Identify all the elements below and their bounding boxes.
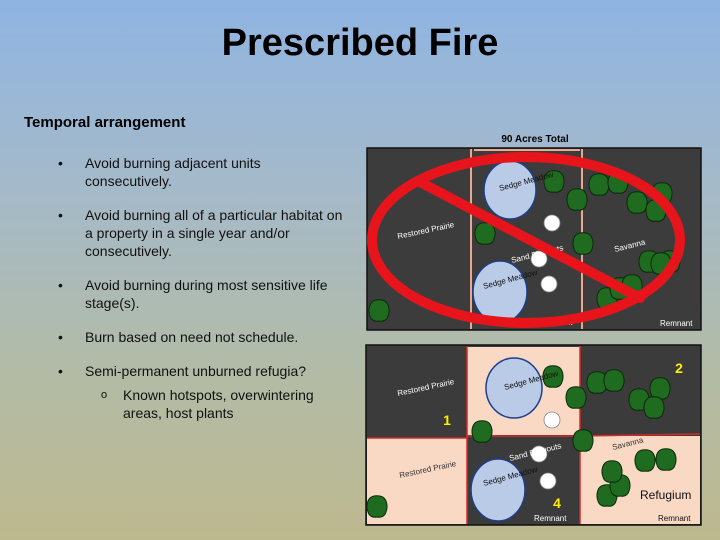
bullet-glyph: • [58,155,63,171]
bullet-item: • Avoid burning during most sensitive lif… [58,276,348,312]
sedge-meadow-shape [485,357,543,419]
unit-number: 4 [553,495,561,511]
sand-blowout-dot [530,445,548,463]
label-remnant: Remnant [658,514,691,523]
unit-number: 2 [675,360,683,376]
unit-number: 1 [443,412,451,428]
bullet-text: Semi-permanent unburned refugia? [85,363,307,379]
bullet-glyph: • [58,207,63,223]
bullet-text: Avoid burning adjacent units consecutive… [85,155,261,189]
sedge-meadow-shape [472,260,528,324]
bullet-glyph: • [58,363,63,379]
map-bottom: Restored Prairie Restored Prairie Sedge … [365,344,702,526]
unit-boundaries [367,346,701,524]
sand-blowout-dot [543,214,561,232]
bullet-list: • Avoid burning adjacent units consecutiv… [58,154,348,422]
sub-bullet-text: Known hotspots, overwintering areas, hos… [123,387,314,421]
bullet-item: • Avoid burning all of a particular habit… [58,206,348,260]
slide-subtitle: Temporal arrangement [24,114,186,131]
bullet-item: • Semi-permanent unburned refugia? o Known… [58,362,348,422]
sand-blowout-dot [543,411,561,429]
map-top: Restored Prairie Sedge Meadow Sedge Mead… [366,147,702,331]
slide-title: Prescribed Fire [221,22,499,64]
sub-bullet-item: o Known hotspots, overwintering areas, ho… [85,386,348,422]
sand-blowout-dot [539,472,557,490]
label-remnant: Remnant [660,319,693,328]
bullet-glyph: • [58,329,63,345]
sand-blowout-dot [530,250,548,268]
bullet-text: Avoid burning all of a particular habita… [85,207,343,259]
bullet-glyph: • [58,277,63,293]
sand-blowout-dot [540,275,558,293]
map-top-caption: 90 Acres Total [501,134,568,145]
sub-bullet-glyph: o [101,389,108,401]
label-remnant: Remnant [534,514,567,523]
bullet-item: • Burn based on need not schedule. [58,328,348,346]
unit-unburned [580,436,700,524]
bullet-item: • Avoid burning adjacent units consecutiv… [58,154,348,190]
label-refugium: Refugium [640,488,691,502]
bullet-text: Avoid burning during most sensitive life… [85,277,328,311]
sedge-meadow-shape [470,458,526,522]
prohibition-icon [367,152,685,328]
bullet-text: Burn based on need not schedule. [85,329,299,345]
